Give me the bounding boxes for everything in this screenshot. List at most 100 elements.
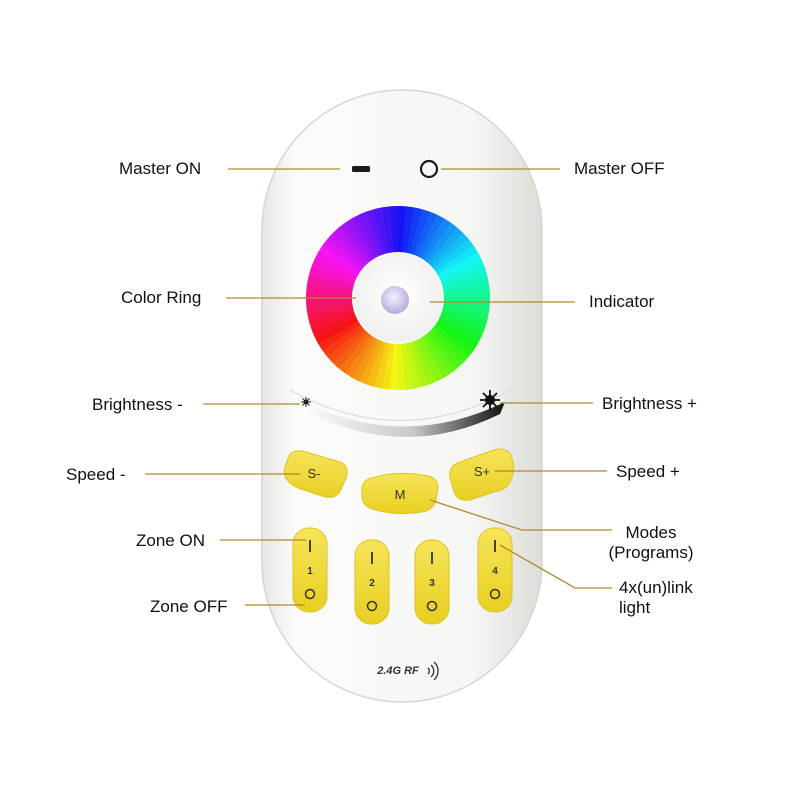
zone-key-body (292, 527, 328, 613)
color-ring-segment (441, 266, 488, 287)
color-ring-segment (421, 218, 452, 261)
label-modes-line1: Modes (625, 523, 677, 542)
zone-off-mark (366, 600, 378, 612)
zone-key-body (354, 539, 390, 625)
color-ring-segment (366, 208, 387, 255)
indicator-led (381, 286, 409, 314)
color-ring-segment (358, 339, 383, 385)
zone-3-key[interactable]: 3 (414, 539, 450, 625)
mode-key-label: M (395, 487, 406, 502)
color-ring-segment (332, 330, 369, 369)
zone-2-key[interactable]: 2 (354, 539, 390, 625)
label-indicator: Indicator (589, 292, 655, 311)
zone-number: 2 (369, 578, 375, 589)
zone-number: 1 (307, 566, 313, 577)
color-ring-segment (435, 321, 478, 352)
speed-plus-key-label: S+ (474, 464, 490, 479)
color-ring-segment (437, 317, 482, 346)
color-ring-segment (327, 232, 366, 269)
color-ring-segment (365, 341, 387, 387)
color-ring-segment (350, 337, 379, 382)
color-ring-segment (338, 221, 373, 263)
zone-key-body (414, 539, 450, 625)
label-zone-on: Zone ON (136, 531, 205, 550)
color-ring-segment (311, 313, 357, 337)
color-ring-segment (417, 214, 446, 259)
color-ring-segment (389, 206, 400, 253)
color-ring-segment (359, 211, 383, 257)
color-ring-segment (427, 330, 464, 370)
label-master-on: Master ON (119, 159, 202, 178)
master-off-button[interactable] (419, 159, 439, 179)
zone-number: 3 (429, 578, 435, 589)
color-ring-segment (306, 296, 353, 307)
label-link: 4x(un)link light (619, 578, 693, 618)
color-ring-segment (352, 214, 380, 259)
color-ring-segment (432, 324, 474, 359)
color-ring-segment (373, 342, 391, 389)
color-ring-segment (442, 305, 489, 323)
color-ring-segment (337, 332, 372, 374)
color-ring-segment (345, 217, 376, 261)
label-link-line1: 4x(un)link (619, 578, 693, 597)
color-ring-segment (332, 226, 369, 266)
color-ring-segment (439, 313, 485, 338)
label-master-off: Master OFF (574, 159, 665, 178)
label-color-ring: Color Ring (121, 288, 202, 307)
speed-minus-button[interactable]: S- (283, 450, 348, 498)
color-ring-segment (443, 289, 490, 300)
color-ring-segment (437, 252, 482, 280)
color-ring-segment (409, 209, 431, 255)
color-ring-segment (439, 259, 485, 283)
label-link-line2: light (619, 598, 651, 617)
wireless-icon (427, 661, 439, 681)
color-ring-segment (322, 237, 364, 272)
color-ring-segment (402, 206, 416, 253)
color-ring-segment (307, 273, 354, 291)
color-ring-segment (311, 258, 357, 283)
color-ring-segment (430, 327, 469, 364)
brightness-slider[interactable] (300, 400, 505, 438)
mode-button[interactable]: M (361, 472, 439, 515)
color-ring-segment (420, 335, 451, 379)
color-ring-segment (405, 342, 422, 389)
label-speed-minus: Speed - (66, 465, 126, 484)
speed-minus-key-label: S- (308, 466, 321, 481)
zone-1-key[interactable]: 1 (292, 527, 328, 613)
color-ring-segment (314, 250, 359, 279)
zone-off-mark (304, 588, 316, 600)
color-ring-segment (430, 232, 470, 269)
color-ring-segment (441, 309, 487, 331)
color-ring-segment (423, 333, 458, 375)
color-ring-segment (416, 337, 444, 382)
color-ring-segment (321, 323, 363, 358)
zone-key-body (477, 527, 513, 613)
color-ring-segment (314, 316, 359, 344)
rf-mark: 2.4G RF (376, 665, 419, 677)
zone-off-mark (426, 600, 438, 612)
zone-4-key[interactable]: 4 (477, 527, 513, 613)
speed-plus-button[interactable]: S+ (449, 448, 515, 501)
color-ring-segment (380, 343, 394, 390)
color-ring-segment (398, 206, 408, 253)
color-ring-segment (306, 280, 353, 294)
label-speed-plus: Speed + (616, 462, 680, 481)
color-ring-segment (405, 207, 423, 254)
sun-small-icon (301, 397, 311, 407)
color-ring-segment (413, 339, 437, 385)
label-modes-line2: (Programs) (608, 543, 694, 562)
color-ring-segment (317, 320, 361, 351)
color-ring-segment (307, 305, 354, 322)
color-ring[interactable] (306, 206, 490, 391)
color-ring-segment (396, 343, 407, 391)
zone-keys: 1 2 3 4 (292, 527, 513, 625)
master-on-button[interactable] (352, 166, 370, 172)
leader-lines (145, 168, 612, 606)
color-ring-segment (442, 274, 489, 291)
color-ring-segment (424, 222, 459, 264)
label-zone-off: Zone OFF (150, 597, 228, 616)
color-ring-segment (374, 207, 391, 254)
color-ring-segment (309, 265, 355, 287)
